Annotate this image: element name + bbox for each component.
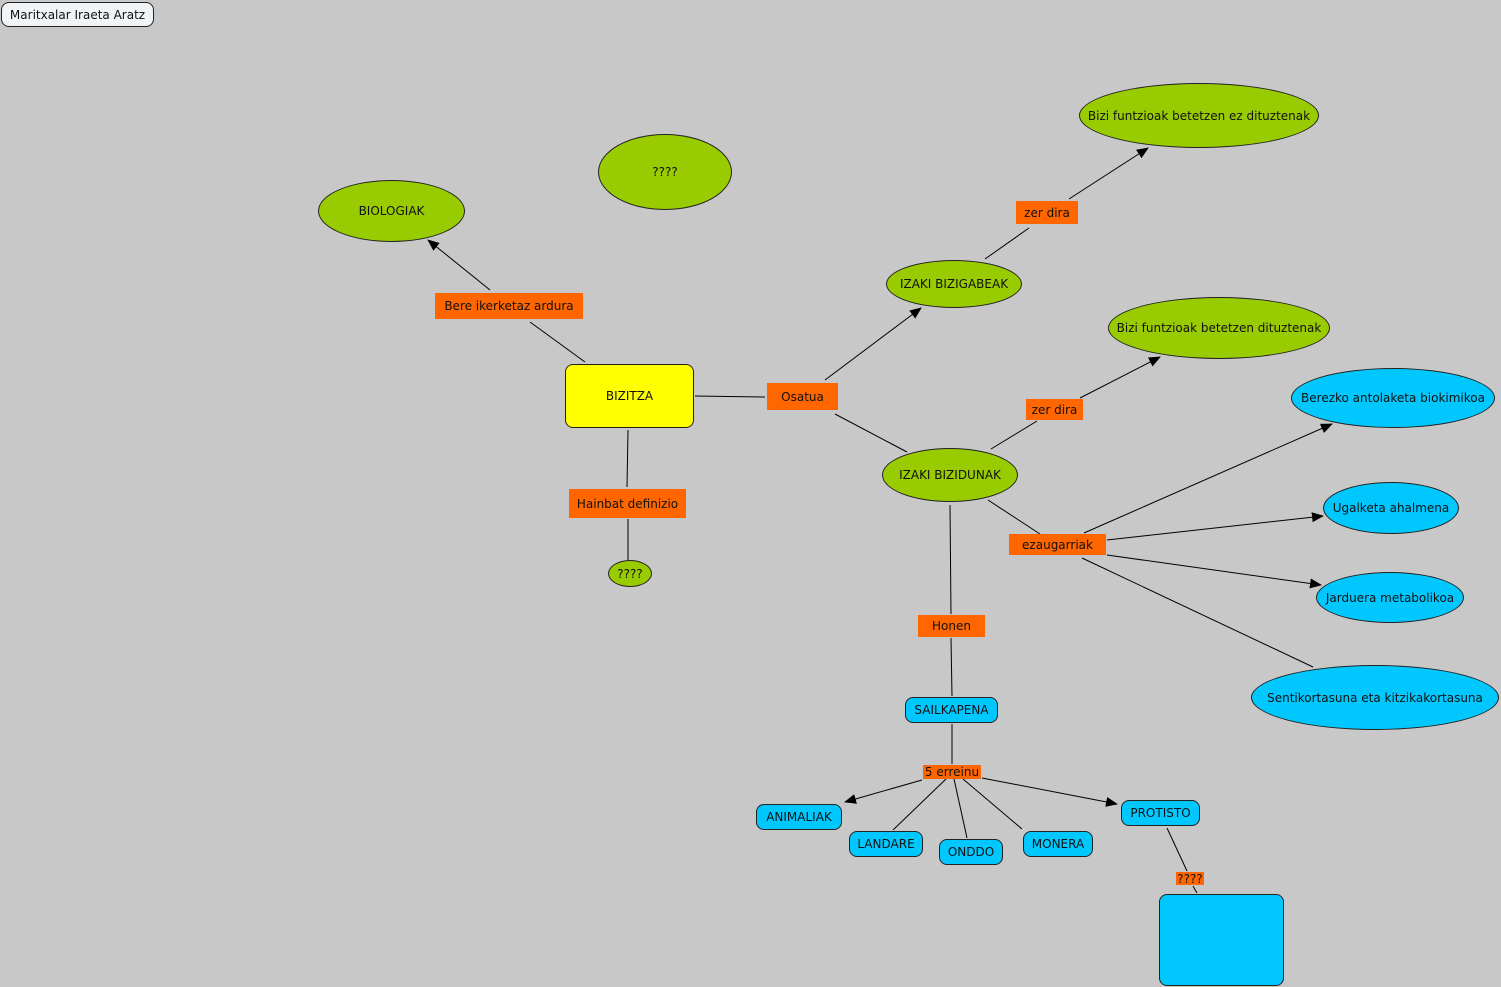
concept-sentikortasuna[interactable]: Sentikortasuna eta kitzikakortasuna <box>1251 665 1499 730</box>
link-5-erreinu[interactable]: 5 erreinu <box>923 765 981 779</box>
link-ezaugarriak[interactable]: ezaugarriak <box>1009 534 1106 555</box>
concept-ugalketa[interactable]: Ugalketa ahalmena <box>1323 482 1459 534</box>
author-label: Maritxalar Iraeta Aratz <box>1 2 154 27</box>
concept-izaki-bizigabeak[interactable]: IZAKI BIZIGABEAK <box>886 260 1022 308</box>
concept-protisto[interactable]: PROTISTO <box>1121 800 1200 826</box>
concept-animaliak[interactable]: ANIMALIAK <box>756 804 842 830</box>
link-zer-dira-1[interactable]: zer dira <box>1016 201 1078 224</box>
concept-dituztenak[interactable]: Bizi funtzioak betetzen dituztenak <box>1108 297 1330 359</box>
concept-onddo[interactable]: ONDDO <box>939 839 1003 865</box>
link-zer-dira-2[interactable]: zer dira <box>1026 399 1083 420</box>
concept-empty-box[interactable] <box>1159 894 1284 986</box>
link-honen[interactable]: Honen <box>918 615 985 637</box>
concept-sailkapena[interactable]: SAILKAPENA <box>905 697 998 723</box>
link-protisto-unknown[interactable]: ???? <box>1176 871 1204 886</box>
link-hainbat-definizio[interactable]: Hainbat definizio <box>569 489 686 518</box>
concept-unknown-small[interactable]: ???? <box>608 560 652 587</box>
concept-ez-dituztenak[interactable]: Bizi funtzioak betetzen ez dituztenak <box>1079 83 1319 148</box>
concept-berezko-antolaketa[interactable]: Berezko antolaketa biokimikoa <box>1291 368 1495 428</box>
concept-izaki-bizidunak[interactable]: IZAKI BIZIDUNAK <box>882 448 1018 502</box>
concept-jarduera[interactable]: Jarduera metabolikoa <box>1316 572 1464 623</box>
link-bere-ikerketaz[interactable]: Bere ikerketaz ardura <box>435 293 583 319</box>
concept-unknown-top[interactable]: ???? <box>598 134 732 210</box>
concept-biologiak[interactable]: BIOLOGIAK <box>318 180 465 242</box>
concept-bizitza[interactable]: BIZITZA <box>565 364 694 428</box>
concept-landare[interactable]: LANDARE <box>849 831 923 857</box>
link-osatua[interactable]: Osatua <box>767 383 838 410</box>
concept-monera[interactable]: MONERA <box>1023 831 1093 857</box>
